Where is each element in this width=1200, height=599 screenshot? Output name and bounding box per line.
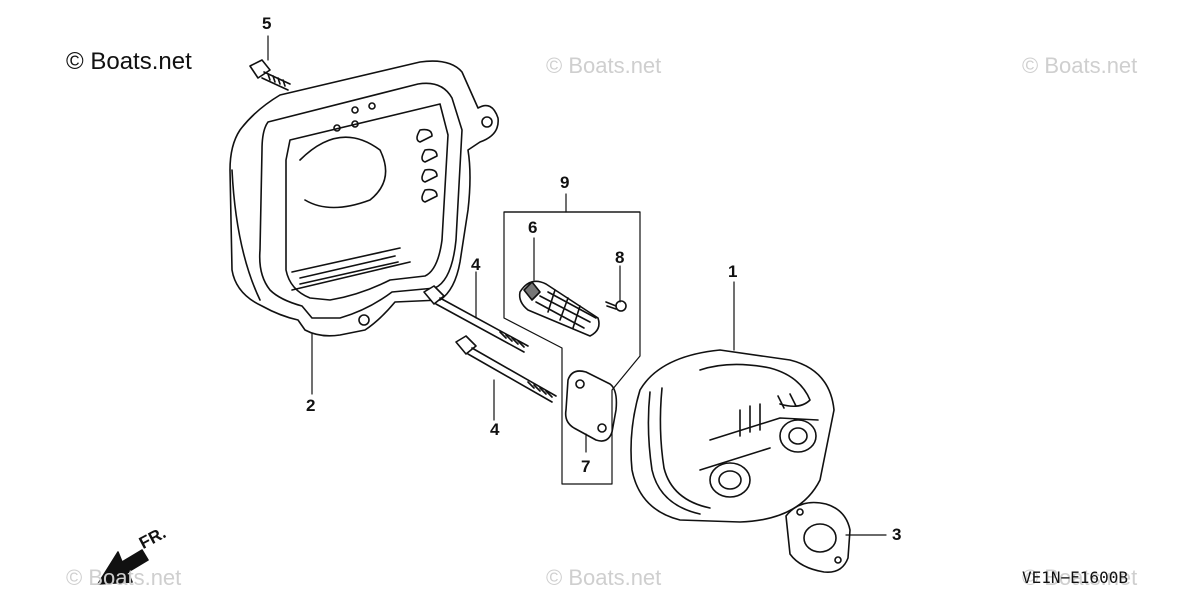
callout-number: 1 (728, 262, 738, 281)
arrester-cover-plate-icon (564, 370, 618, 442)
copyright-watermark: © Boats.net (66, 48, 192, 75)
faint-watermark: © Boats.net (66, 565, 182, 590)
callout-number: 8 (615, 248, 625, 267)
callout-number: 2 (306, 396, 316, 415)
faint-watermark: © Boats.net (1022, 53, 1138, 78)
callout-number: 5 (262, 14, 272, 33)
tapping-screw-icon (605, 300, 627, 312)
muffler-protector-icon (229, 60, 499, 337)
callout-number: 4 (471, 255, 481, 274)
spark-arrester-screen-icon (518, 280, 600, 337)
diagram-code: VE1N−E1600B (1022, 568, 1128, 587)
stud-bolt-icon (423, 285, 557, 403)
callout-number: 6 (528, 218, 538, 237)
muffler-icon (630, 349, 835, 523)
callout-number: 3 (892, 525, 902, 544)
callout-number: 7 (581, 457, 591, 476)
muffler-gasket-icon (785, 501, 851, 574)
faint-watermark: © Boats.net (1022, 565, 1138, 590)
callout-number: 4 (490, 420, 500, 439)
flange-bolt-icon (249, 59, 291, 91)
callout-number: 9 (560, 173, 570, 192)
faint-watermark: © Boats.net (546, 53, 662, 78)
faint-watermark: © Boats.net (546, 565, 662, 590)
front-direction-arrow-icon (97, 549, 149, 585)
